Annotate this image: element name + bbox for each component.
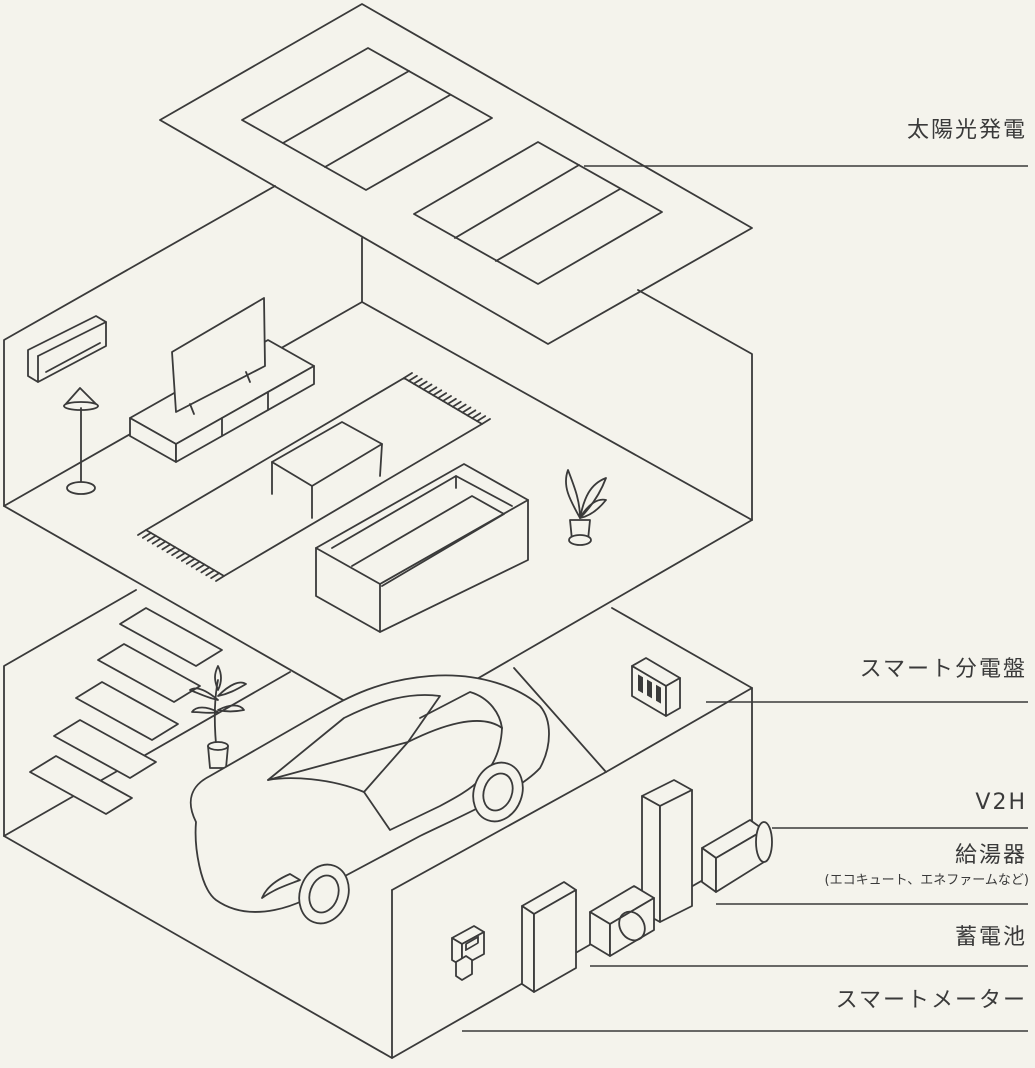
solar-panel-array-right xyxy=(413,141,663,285)
rug-fringe xyxy=(185,557,196,565)
sofa-icon xyxy=(315,463,529,633)
rug-fringe xyxy=(200,566,211,574)
label-solar: 太陽光発電 xyxy=(906,118,1027,143)
rug-fringe xyxy=(432,389,443,397)
rug-fringe xyxy=(427,386,438,394)
rug-fringe xyxy=(156,540,167,548)
rug-fringe xyxy=(176,552,186,559)
rug-fringe xyxy=(437,392,448,400)
rug-fringe xyxy=(190,560,201,568)
water-heater-icon xyxy=(701,819,773,893)
electric-car-icon xyxy=(189,674,550,925)
tv-stand-icon xyxy=(129,339,315,463)
roof-solar-panels xyxy=(159,3,753,345)
rug-fringe xyxy=(151,537,162,545)
solar-panel-array-left xyxy=(241,47,493,191)
rug-fringe xyxy=(403,372,413,379)
label-smart-panel: スマート分電盤 xyxy=(859,657,1027,682)
roof-slab xyxy=(159,3,753,345)
rug-fringe xyxy=(417,380,428,388)
floor-lamp-icon xyxy=(63,387,99,495)
smart-panel-icon xyxy=(631,657,681,717)
potted-plant-icon xyxy=(565,469,607,546)
rug-fringe xyxy=(461,406,472,414)
rug-fringe xyxy=(451,400,462,408)
rug-fringe xyxy=(137,529,147,536)
storage-battery-icon xyxy=(589,885,655,957)
label-water-heater-note: (エコキュート、エネファームなど) xyxy=(824,873,1030,888)
v2h-charger-icon xyxy=(641,779,693,923)
lower-floor-garage xyxy=(3,589,753,1059)
rug-fringe xyxy=(166,546,177,554)
label-water-heater: 給湯器 xyxy=(954,843,1027,868)
label-battery: 蓄電池 xyxy=(954,925,1027,950)
rug-fringe xyxy=(146,534,157,542)
rug-fringe xyxy=(456,403,467,411)
rug-fringe xyxy=(422,383,433,391)
rug-icon xyxy=(137,372,491,582)
label-v2h: V2H xyxy=(975,790,1027,815)
rug-fringe xyxy=(481,418,491,425)
rug-fringe xyxy=(412,377,423,385)
smart-meter-icon xyxy=(451,925,485,981)
rug-fringe xyxy=(215,575,225,582)
rug-fringe xyxy=(446,397,457,405)
rug-fringe xyxy=(205,569,216,577)
rug-fringe xyxy=(141,531,152,539)
coffee-table-icon xyxy=(271,421,383,519)
rug-fringe xyxy=(180,554,191,562)
rug-fringe xyxy=(407,374,418,382)
palm-plant-icon xyxy=(189,665,247,769)
television-icon xyxy=(171,297,266,415)
rug-fringe xyxy=(161,543,172,551)
label-smart-meter: スマートメーター xyxy=(835,988,1027,1013)
battery-cabinet-icon xyxy=(521,881,577,993)
stepping-stones xyxy=(29,607,223,815)
rug-fringe xyxy=(195,563,206,571)
rug-fringe xyxy=(466,409,477,417)
rug-fringe xyxy=(471,412,482,420)
rug-fringe xyxy=(171,549,182,557)
rug-fringe xyxy=(476,415,487,423)
rug-fringe xyxy=(442,395,452,402)
air-conditioner-icon xyxy=(27,315,107,383)
rug-fringe xyxy=(210,572,221,580)
